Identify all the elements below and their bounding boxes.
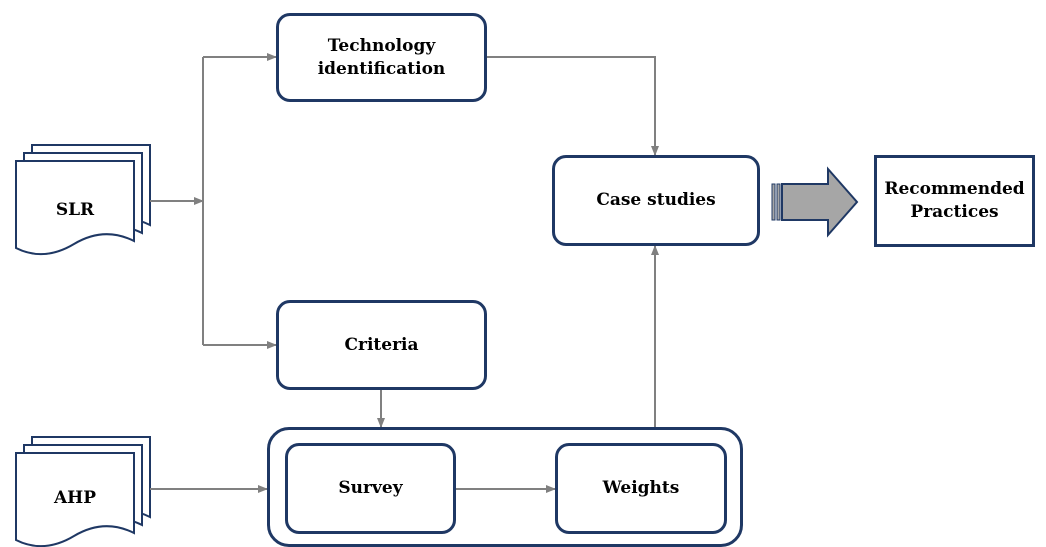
survey-box: Survey [285,443,456,534]
case-studies-box: Case studies [552,155,760,246]
criteria-box: Criteria [276,300,487,390]
slr-label: SLR [55,200,95,220]
technology-identification-label: Technology identification [317,35,446,79]
slr-document-icon [15,144,151,255]
ahp-label: AHP [53,488,97,508]
connector-technology-to-case-studies [487,56,659,156]
case-studies-label: Case studies [596,190,716,210]
weights-box: Weights [555,443,727,534]
weights-label: Weights [602,478,680,498]
recommended-practices-box: Recommended Practices [874,155,1035,247]
recommended-practices-label: Recommended Practices [884,179,1025,222]
criteria-label: Criteria [344,334,419,355]
technology-identification-box: Technology identification [276,13,487,102]
big-arrow-icon [771,166,859,238]
survey-weights-group [267,427,743,547]
survey-label: Survey [338,478,403,498]
ahp-document-icon [15,436,151,547]
